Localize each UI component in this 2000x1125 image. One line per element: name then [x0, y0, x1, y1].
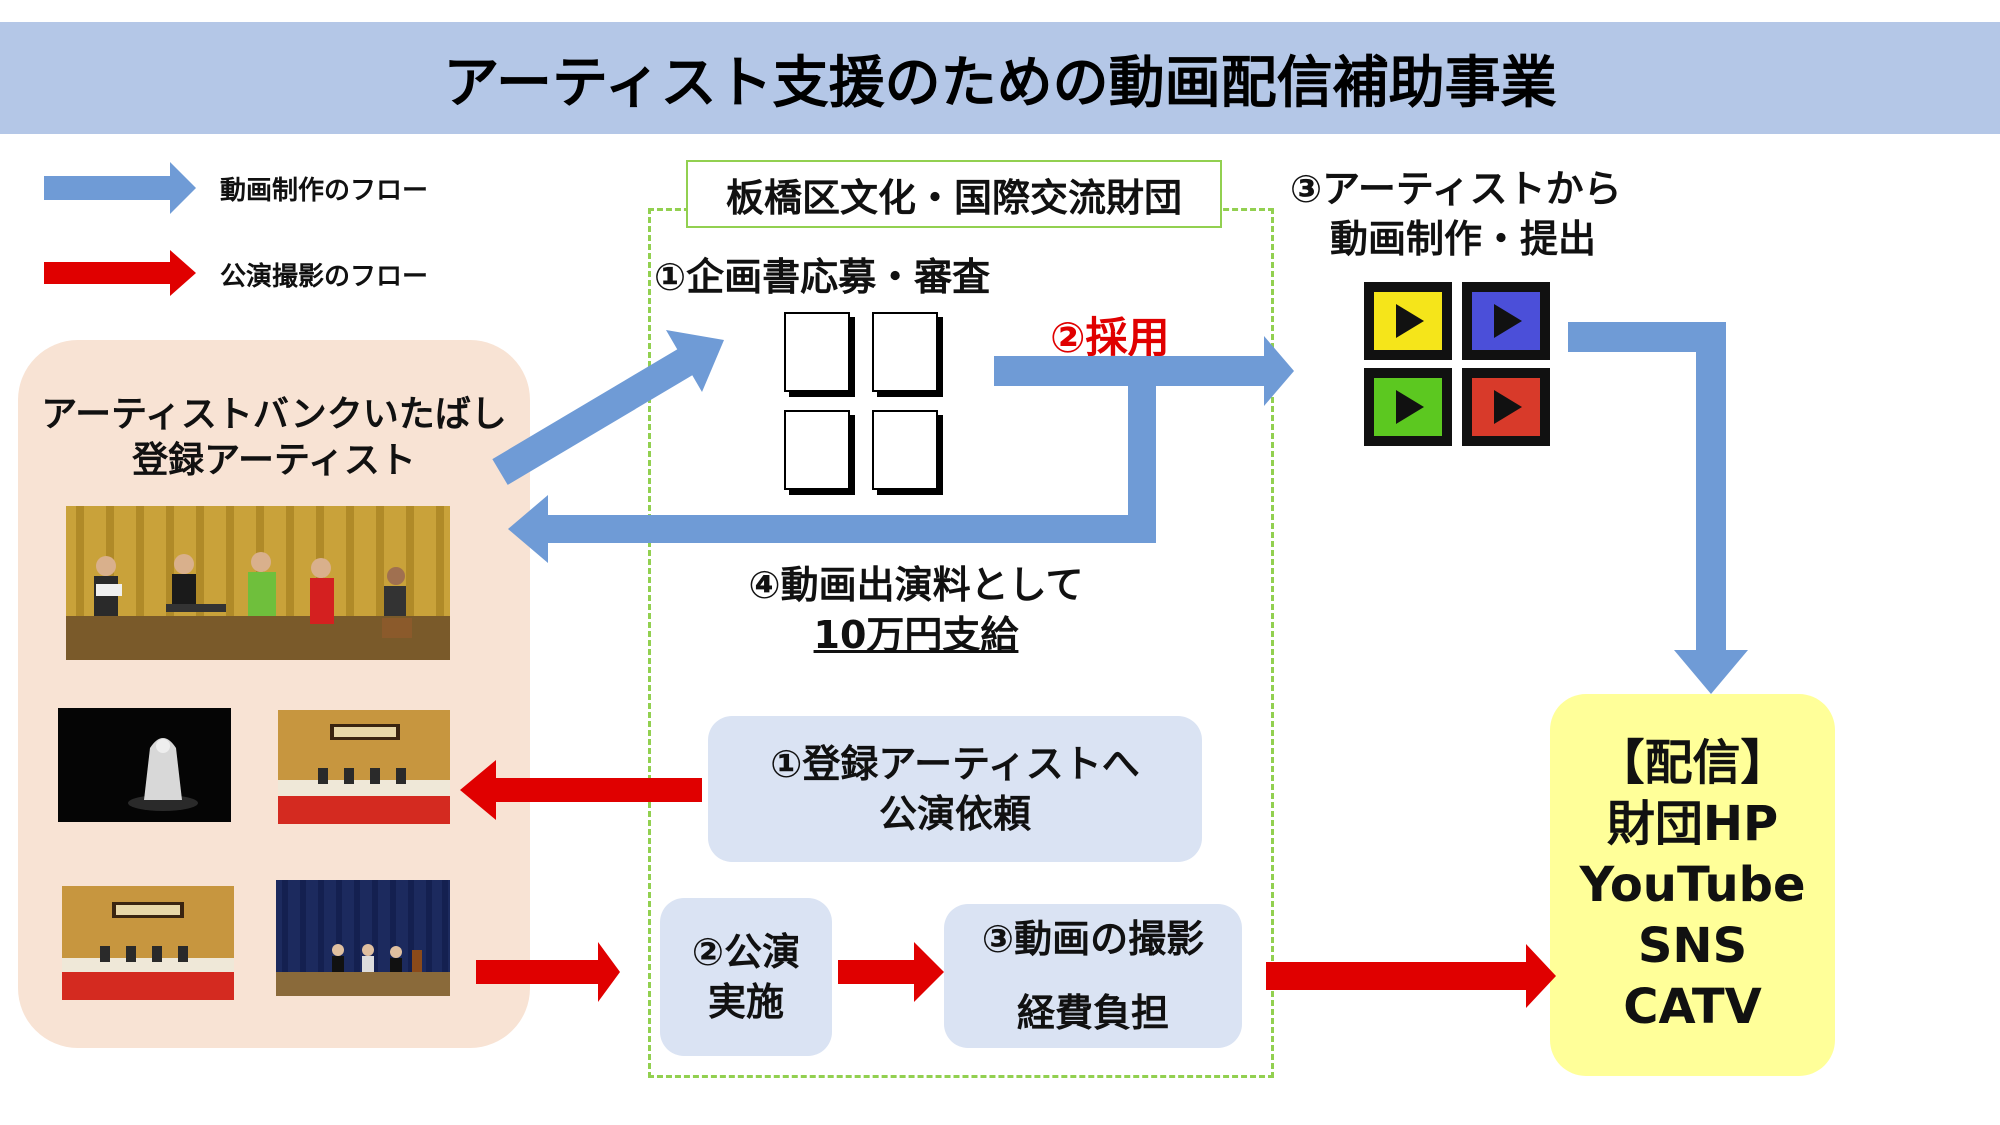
title-bar: アーティスト支援のための動画配信補助事業 — [0, 22, 2000, 134]
distribution-heading: 【配信】 — [1596, 734, 1789, 791]
video-step3-label: ③アーティストから 動画制作・提出 — [1290, 164, 1622, 264]
performance-step2-box: ②公演 実施 — [660, 898, 832, 1056]
ghost-stage-photo — [58, 708, 231, 822]
video-step4-label: ④動画出演料として 10万円支給 — [726, 560, 1106, 660]
blue-arrow-distribute — [1568, 322, 1748, 694]
red-arrow-legend-icon — [44, 250, 196, 296]
performance-step3-line2: 経費負担 — [1016, 991, 1169, 1035]
legend-performance-flow: 公演撮影のフロー — [220, 262, 429, 292]
channel-sns: SNS — [1637, 917, 1748, 974]
video-yellow-icon — [1364, 282, 1452, 360]
video-blue-icon — [1462, 282, 1550, 360]
video-step3-line1: ③アーティストから — [1290, 167, 1622, 211]
video-step3-line2: 動画制作・提出 — [1330, 217, 1597, 261]
foundation-label: 板橋区文化・国際交流財団 — [686, 160, 1222, 228]
video-green-icon — [1364, 368, 1452, 446]
performance-step1-box: ①登録アーティストへ 公演依頼 — [708, 716, 1202, 862]
rakugo-stage-photo-1 — [278, 710, 450, 824]
performance-step1-line1: ①登録アーティストへ — [770, 742, 1140, 786]
video-step1-label: ①企画書応募・審査 — [654, 255, 991, 299]
channel-catv: CATV — [1623, 978, 1762, 1035]
document-icon — [784, 312, 850, 392]
document-icon — [784, 410, 850, 490]
channel-hp: 財団HP — [1606, 795, 1779, 852]
document-icon — [872, 410, 938, 490]
red-arrow-deliver — [1266, 944, 1556, 1008]
page-title: アーティスト支援のための動画配信補助事業 — [443, 50, 1557, 116]
artist-heading: アーティストバンクいたばし 登録アーティスト — [18, 392, 530, 484]
band-performance-photo — [66, 506, 450, 660]
performance-step3-line1: ③動画の撮影 — [981, 917, 1205, 961]
distribution-box: 【配信】 財団HP YouTube SNS CATV — [1550, 694, 1835, 1076]
artist-heading-line1: アーティストバンクいたばし — [41, 394, 507, 435]
performance-step1-line2: 公演依頼 — [878, 792, 1031, 836]
video-red-icon — [1462, 368, 1550, 446]
channel-youtube: YouTube — [1579, 856, 1806, 913]
legend-video-flow: 動画制作のフロー — [220, 176, 429, 206]
performance-step2-line1: ②公演 — [691, 930, 801, 974]
video-step4-line2: 10万円支給 — [813, 613, 1019, 657]
video-step2-label: ②採用 — [1050, 313, 1170, 362]
video-step4-line1: ④動画出演料として — [748, 563, 1084, 607]
rakugo-stage-photo-2 — [62, 886, 234, 1000]
performance-step3-box: ③動画の撮影 経費負担 — [944, 904, 1242, 1048]
performance-step2-line2: 実施 — [707, 980, 784, 1024]
blue-arrow-legend-icon — [44, 162, 196, 214]
artist-heading-line2: 登録アーティスト — [132, 440, 416, 481]
string-quartet-photo — [276, 880, 450, 996]
video-tiles-icon — [1364, 282, 1550, 446]
document-icon — [872, 312, 938, 392]
